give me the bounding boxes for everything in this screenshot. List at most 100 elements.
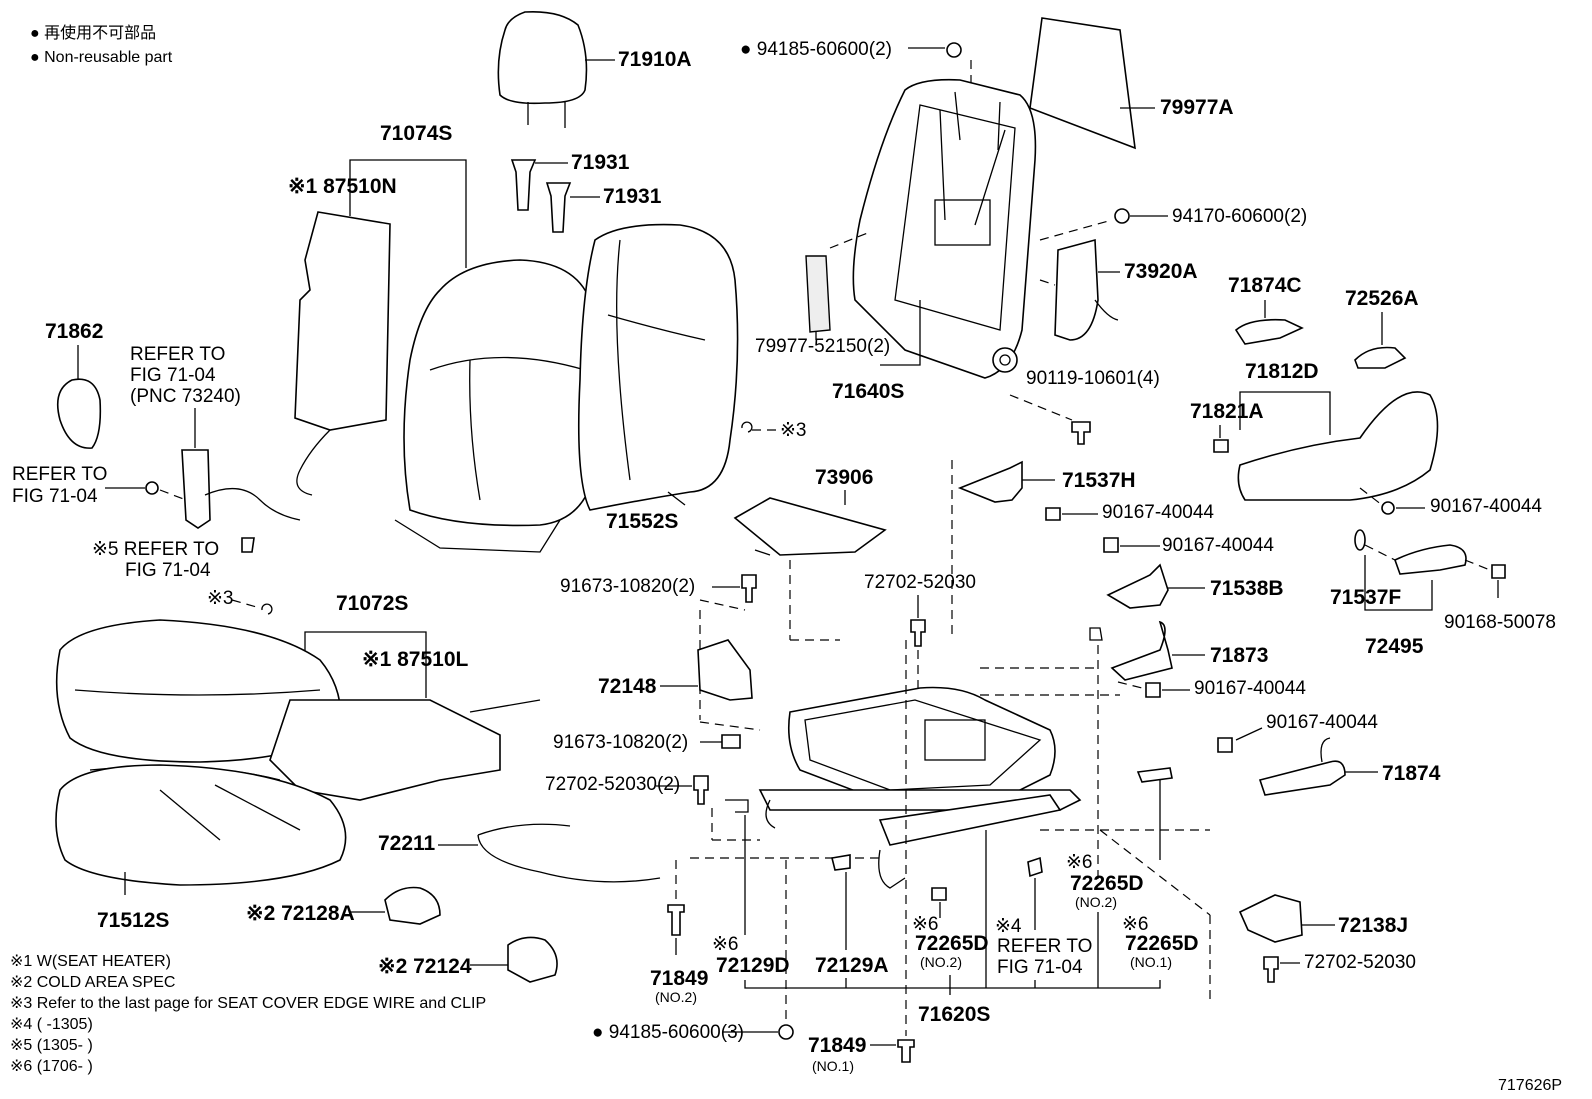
bolt-90119-part bbox=[1071, 421, 1091, 445]
cover-72495-part bbox=[1394, 544, 1467, 575]
bracket-72148-part bbox=[697, 639, 753, 701]
label-72526A: 72526A bbox=[1345, 287, 1419, 310]
note-1: ※1 W(SEAT HEATER) bbox=[10, 953, 171, 970]
label-72128A: ※2 72128A bbox=[246, 902, 355, 925]
label-71538B: 71538B bbox=[1210, 577, 1284, 600]
label-94170: 94170-60600(2) bbox=[1172, 206, 1307, 227]
label-71849-no1: 71849 bbox=[808, 1034, 866, 1057]
label-72211: 72211 bbox=[378, 832, 436, 855]
label-72129A: 72129A bbox=[815, 954, 889, 977]
refer-a-line1: REFER TO bbox=[130, 344, 225, 365]
label-72148: 72148 bbox=[598, 675, 657, 698]
pin-71849-no2-part bbox=[667, 904, 685, 936]
label-72702-b: 72702-52030(2) bbox=[545, 774, 680, 795]
label-71812D: 71812D bbox=[1245, 360, 1319, 383]
label-72265D-b: 72265D bbox=[915, 932, 989, 955]
headrest-guide-part bbox=[510, 159, 572, 233]
label-72129D: 72129D bbox=[716, 954, 790, 977]
label-71821A: 71821A bbox=[1190, 400, 1264, 423]
refer-d-line1: REFER TO bbox=[997, 936, 1092, 957]
label-71862: 71862 bbox=[45, 320, 103, 343]
figure-reference-code: 717626P bbox=[1498, 1077, 1562, 1094]
refer-a-line2: FIG 71-04 bbox=[130, 365, 216, 386]
label-72138J: 72138J bbox=[1338, 914, 1408, 937]
label-90119: 90119-10601(4) bbox=[1026, 368, 1160, 389]
cushion-cover-part bbox=[55, 764, 347, 886]
label-mark3-a: ※3 bbox=[780, 420, 807, 441]
label-71537F: 71537F bbox=[1330, 586, 1401, 609]
knob-72526A-part bbox=[1354, 346, 1407, 369]
label-71552S: 71552S bbox=[606, 510, 678, 533]
seat-track-frame-part bbox=[787, 686, 1056, 809]
label-71620S: 71620S bbox=[918, 1003, 990, 1026]
label-87510N: ※1 87510N bbox=[288, 175, 397, 198]
label-91673-a: 91673-10820(2) bbox=[560, 576, 695, 597]
label-72265D-c-no: (NO.1) bbox=[1130, 954, 1172, 970]
note-3: ※3 Refer to the last page for SEAT COVER… bbox=[10, 995, 486, 1012]
label-72124: ※2 72124 bbox=[378, 955, 472, 978]
label-71931-a: 71931 bbox=[571, 151, 630, 174]
note-6: ※6 (1706- ) bbox=[10, 1058, 93, 1075]
refer-d-mark: ※4 bbox=[995, 916, 1022, 937]
note-2: ※2 COLD AREA SPEC bbox=[10, 974, 175, 991]
lever-71873-part bbox=[1110, 620, 1173, 681]
cushion-wire-part bbox=[477, 823, 661, 883]
label-71874C: 71874C bbox=[1228, 274, 1302, 297]
occupant-sensor-mat-part bbox=[733, 497, 887, 556]
nut-bottom-part bbox=[778, 1024, 794, 1040]
label-71537H: 71537H bbox=[1062, 469, 1136, 492]
label-71873: 71873 bbox=[1210, 644, 1268, 667]
legend-line-1: ● 再使用不可部品 bbox=[30, 24, 156, 42]
note-5: ※5 (1305- ) bbox=[10, 1037, 93, 1054]
bracket-71537H-part bbox=[957, 460, 1023, 503]
label-87510L: ※1 87510L bbox=[362, 648, 469, 671]
refer-c-line2: FIG 71-04 bbox=[125, 560, 211, 581]
label-79977-52150: 79977-52150(2) bbox=[755, 336, 890, 357]
label-72702-c: 72702-52030 bbox=[1304, 952, 1416, 973]
refer-b-line2: FIG 71-04 bbox=[12, 486, 98, 507]
label-71931-b: 71931 bbox=[603, 185, 662, 208]
lever-71874-part bbox=[1258, 760, 1346, 796]
label-71910A: 71910A bbox=[618, 48, 692, 71]
label-71849-no2-sub: (NO.2) bbox=[655, 989, 697, 1005]
refer-c-line1: ※5 REFER TO bbox=[92, 539, 219, 560]
label-72495: 72495 bbox=[1365, 635, 1424, 658]
label-72265D-a-mark: ※6 bbox=[1066, 852, 1093, 873]
frame-label-sticker-part bbox=[805, 255, 831, 333]
cold-area-pad-a-part bbox=[384, 886, 441, 925]
label-90167-c: 90167-40044 bbox=[1194, 678, 1306, 699]
label-90167-b: 90167-40044 bbox=[1162, 535, 1274, 556]
refer-a-line3: (PNC 73240) bbox=[130, 386, 241, 407]
label-79977A: 79977A bbox=[1160, 96, 1234, 119]
belt-cover-part bbox=[56, 378, 102, 449]
label-mark3-b: ※3 bbox=[207, 588, 234, 609]
label-90167-d: 90167-40044 bbox=[1266, 712, 1378, 733]
label-71640S: 71640S bbox=[832, 380, 904, 403]
side-airbag-part bbox=[1054, 238, 1099, 341]
label-90167-e: 90167-40044 bbox=[1430, 496, 1542, 517]
headrest-part bbox=[497, 10, 588, 128]
label-90167-a: 90167-40044 bbox=[1102, 502, 1214, 523]
label-71072S: 71072S bbox=[336, 592, 408, 615]
side-shield-71812D-part bbox=[1237, 391, 1439, 501]
label-94185-top: ● 94185-60600(2) bbox=[740, 39, 892, 60]
label-72265D-c-mark: ※6 bbox=[1122, 914, 1149, 935]
pin-71849-no1-part bbox=[897, 1039, 915, 1063]
nut-top-part bbox=[946, 42, 962, 58]
seatback-cushion-part bbox=[403, 259, 598, 527]
label-72129D-mark: ※6 bbox=[712, 934, 739, 955]
label-71849-no2: 71849 bbox=[650, 967, 708, 990]
note-4: ※4 ( -1305) bbox=[10, 1016, 93, 1033]
label-73920A: 73920A bbox=[1124, 260, 1198, 283]
back-board-part bbox=[1029, 17, 1136, 150]
label-71512S: 71512S bbox=[97, 909, 169, 932]
clip-71537F-part bbox=[1354, 529, 1366, 551]
label-72265D-b-mark: ※6 bbox=[912, 914, 939, 935]
nut-94170-part bbox=[1114, 208, 1130, 224]
cushion-heater-pad-part bbox=[269, 699, 501, 801]
back-heater-pad-part bbox=[294, 211, 391, 431]
label-72265D-c: 72265D bbox=[1125, 932, 1199, 955]
seatback-cover-part bbox=[577, 223, 739, 511]
label-71874: 71874 bbox=[1382, 762, 1441, 785]
